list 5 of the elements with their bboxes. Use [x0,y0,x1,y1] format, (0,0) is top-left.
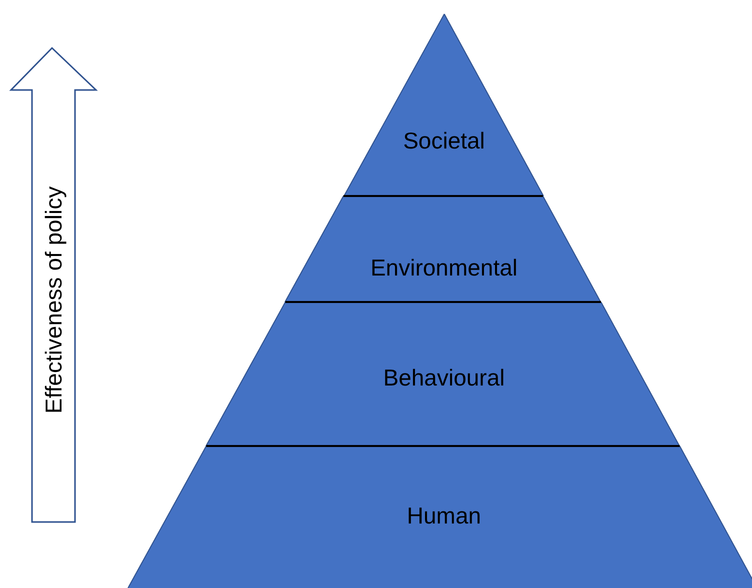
band-label: Behavioural [383,364,505,392]
band-label: Societal [403,128,485,154]
band-label: Environmental [370,254,518,282]
band-label: Human [406,502,482,530]
axis-label: Effectiveness of policy [40,186,68,414]
